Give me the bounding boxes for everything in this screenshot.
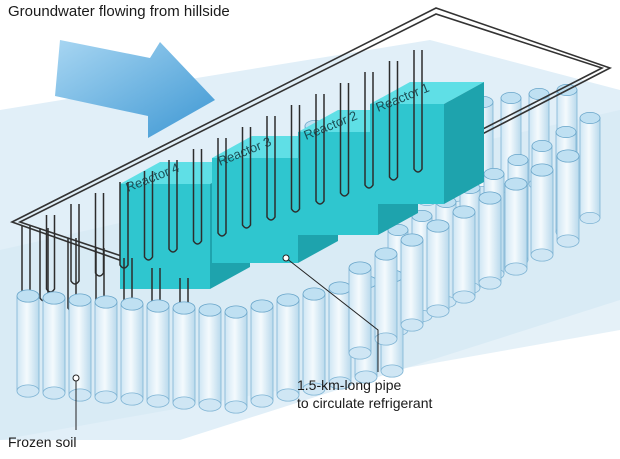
frozen-soil-column bbox=[452, 205, 476, 304]
pipe-label-line2: to circulate refrigerant bbox=[297, 395, 433, 411]
reactor-building: Reactor 1 bbox=[370, 80, 484, 204]
frozen-soil-column bbox=[224, 305, 248, 414]
leader-lines bbox=[72, 254, 379, 430]
frozen-soil-column bbox=[504, 177, 528, 276]
frozen-soil-column bbox=[302, 287, 326, 396]
frozen-soil-column bbox=[146, 299, 170, 408]
frozen-soil-column bbox=[579, 112, 601, 224]
frozen-soil-column bbox=[426, 219, 450, 318]
pipe-drop bbox=[413, 50, 423, 173]
frozen-soil-column bbox=[16, 289, 40, 398]
frozen-soil-column bbox=[348, 261, 372, 360]
frozen-soil-column bbox=[400, 233, 424, 332]
diagram-title: Groundwater flowing from hillside bbox=[8, 3, 230, 20]
pipe-drop bbox=[168, 160, 178, 253]
frozen-soil-column bbox=[530, 163, 554, 262]
frozen-soil-column bbox=[276, 293, 300, 402]
pipe-annotation: 1.5-km-long pipe to circulate refrigeran… bbox=[297, 376, 432, 412]
pipe-label-line1: 1.5-km-long pipe bbox=[297, 377, 402, 393]
frozen-soil-column bbox=[250, 299, 274, 408]
pipe-drop bbox=[290, 105, 301, 213]
pipe-drop bbox=[364, 72, 374, 189]
pipe-drop bbox=[217, 138, 227, 237]
pipe-drop bbox=[143, 171, 154, 261]
frozen-soil-label: Frozen soil bbox=[8, 434, 77, 450]
pipe-drop bbox=[339, 83, 350, 197]
frozen-soil-column bbox=[328, 281, 352, 390]
pipe-drop bbox=[266, 116, 276, 221]
frozen-soil-column bbox=[42, 291, 66, 400]
pipe-drop bbox=[315, 94, 325, 205]
pipe-drop bbox=[241, 127, 252, 229]
pipe-drop bbox=[70, 204, 80, 285]
frozen-soil-column bbox=[68, 293, 92, 402]
pipe-drop bbox=[192, 149, 203, 245]
frozen-soil-column bbox=[198, 303, 222, 412]
frozen-soil-column bbox=[94, 295, 118, 404]
frozen-soil-column bbox=[172, 301, 196, 410]
frozen-soil-column bbox=[478, 191, 502, 290]
frozen-soil-column bbox=[374, 247, 398, 346]
pipe-drop bbox=[388, 61, 399, 181]
frozen-soil-column bbox=[120, 297, 144, 406]
arrow-icon bbox=[55, 40, 215, 138]
front-cylinder-row bbox=[16, 149, 580, 414]
frozen-soil-column bbox=[556, 149, 580, 248]
